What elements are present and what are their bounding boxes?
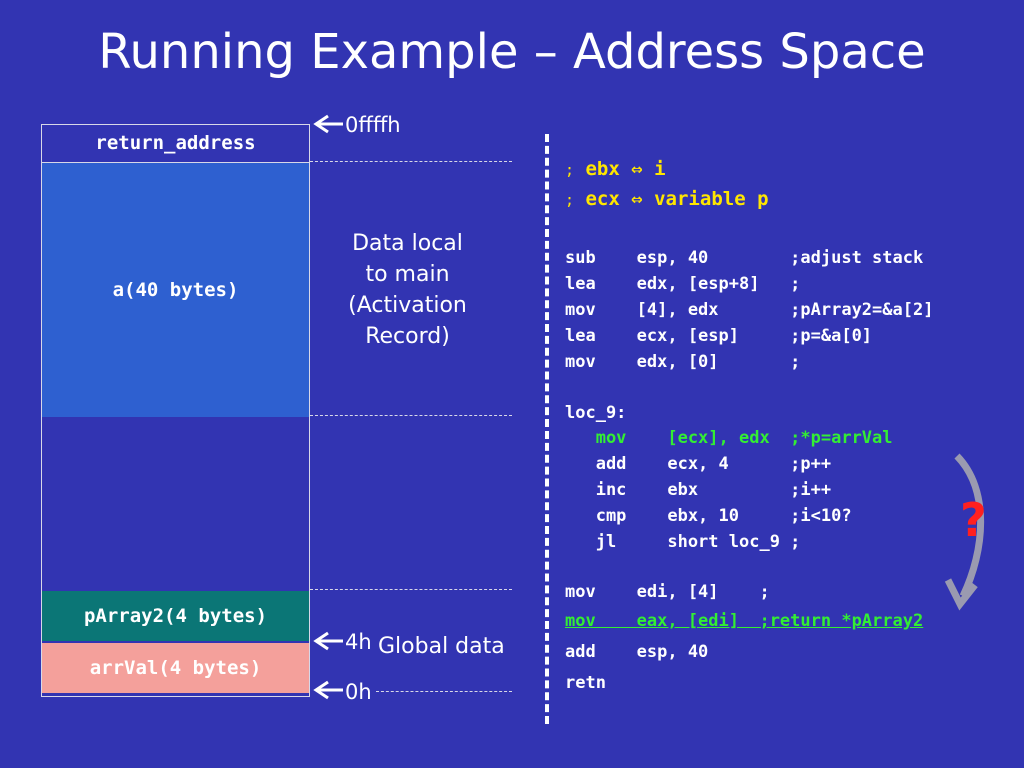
- code-label: loc_9:: [565, 403, 627, 423]
- address-0h: 0h: [345, 680, 372, 704]
- return-address-block: return_address: [41, 124, 310, 163]
- code-line: add ecx, 4 ;p++: [565, 454, 832, 474]
- slide-title: Running Example – Address Space: [98, 24, 926, 80]
- divider-top: [310, 161, 512, 162]
- code-line-highlighted: mov eax, [edi] ;return *pArray2: [565, 611, 924, 631]
- pointer-arrow-0h: [313, 680, 343, 700]
- comment-semicolon: ;: [565, 191, 575, 209]
- parray2-block: pArray2(4 bytes): [42, 591, 309, 641]
- code-line: sub esp, 40 ;adjust stack: [565, 248, 924, 268]
- pointer-arrow-4h: [313, 631, 343, 651]
- code-line: inc ebx ;i++: [565, 480, 832, 500]
- divider-global-top: [310, 589, 512, 590]
- a-array-block: a(40 bytes): [42, 163, 309, 417]
- code-line: mov edx, [0] ;: [565, 352, 801, 372]
- comment-line: ; ecx ⇔ variable p: [565, 188, 769, 210]
- vertical-separator: [545, 134, 549, 724]
- note-line: Record): [365, 324, 450, 349]
- comment-text: ecx ⇔ variable p: [585, 188, 769, 210]
- code-line: retn: [565, 673, 606, 693]
- global-data-note: Global data: [378, 634, 505, 659]
- code-line: mov edi, [4] ;: [565, 582, 770, 602]
- question-mark: ?: [960, 493, 987, 547]
- code-line: jl short loc_9 ;: [565, 532, 801, 552]
- code-line: lea ecx, [esp] ;p=&a[0]: [565, 326, 873, 346]
- address-4h: 4h: [345, 630, 372, 654]
- comment-semicolon: ;: [565, 161, 575, 179]
- code-line: lea edx, [esp+8] ;: [565, 274, 801, 294]
- code-line: cmp ebx, 10 ;i<10?: [565, 506, 852, 526]
- address-0ffffh: 0ffffh: [345, 113, 401, 137]
- divider-zero: [376, 691, 512, 692]
- pointer-arrow-top: [313, 114, 343, 134]
- comment-line: ; ebx ⇔ i: [565, 158, 666, 180]
- note-line: Data local: [352, 231, 463, 256]
- note-line: to main: [365, 262, 450, 287]
- arrval-block: arrVal(4 bytes): [42, 643, 309, 693]
- comment-text: ebx ⇔ i: [585, 158, 666, 180]
- code-line-highlighted: mov [ecx], edx ;*p=arrVal: [565, 428, 893, 448]
- curved-grey-arrow: [944, 453, 985, 611]
- code-line: add esp, 40: [565, 642, 709, 662]
- code-line: mov [4], edx ;pArray2=&a[2]: [565, 300, 934, 320]
- divider-activation-bottom: [310, 415, 512, 416]
- activation-record-note: Data local to main (Activation Record): [325, 228, 490, 352]
- note-line: (Activation: [348, 293, 467, 318]
